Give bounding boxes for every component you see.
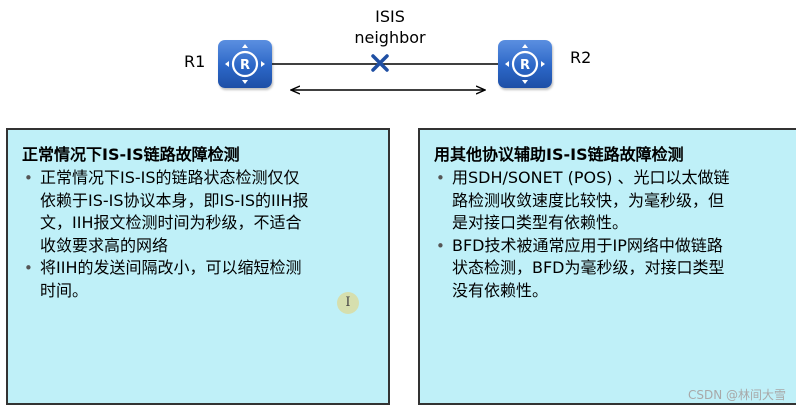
svg-text:R: R xyxy=(520,58,530,73)
router-r1: R xyxy=(218,40,272,88)
left-bullet-2-line-1: 将IIH的发送间隔改小，可以缩短检测 xyxy=(40,258,302,277)
r1-label: R1 xyxy=(184,52,206,71)
left-bullet-1-line-4: 收敛要求高的网络 xyxy=(40,235,169,255)
router-r2: R xyxy=(498,40,552,88)
isis-label-line2: neighbor xyxy=(354,28,426,47)
router-icon: R xyxy=(505,44,545,84)
right-panel-bullets: 用SDH/SONET (POS) 、光口以太做链 路检测收敛速度比较快，为毫秒级… xyxy=(434,167,788,302)
right-panel: 用其他协议辅助IS-IS链路故障检测 用SDH/SONET (POS) 、光口以… xyxy=(418,128,796,405)
text-cursor-indicator: I xyxy=(337,292,359,314)
watermark: CSDN @林间大雪 xyxy=(687,388,786,402)
left-bullet-1-line-3: 文，IIH报文检测时间为秒级，不适合 xyxy=(40,213,302,232)
left-bullet-1-line-2: 依赖于IS-IS协议本身，即IS-IS的IIH报 xyxy=(40,190,309,210)
right-bullet-2: BFD技术被通常应用于IP网络中做链路 状态检测，BFD为毫秒级，对接口类型 没… xyxy=(434,235,788,303)
r2-label: R2 xyxy=(570,48,592,67)
svg-text:R: R xyxy=(240,58,250,73)
right-bullet-2-line-3: 没有依赖性。 xyxy=(452,280,549,300)
left-bullet-1-line-1: 正常情况下IS-IS的链路状态检测仅仅 xyxy=(40,168,300,187)
topology-diagram: R1 R2 ISIS neighbor R R xyxy=(0,0,796,110)
left-panel: 正常情况下IS-IS链路故障检测 正常情况下IS-IS的链路状态检测仅仅 依赖于… xyxy=(6,128,390,405)
isis-label-line1: ISIS xyxy=(375,7,405,26)
right-bullet-1: 用SDH/SONET (POS) 、光口以太做链 路检测收敛速度比较快，为毫秒级… xyxy=(434,167,788,235)
left-bullet-2: 将IIH的发送间隔改小，可以缩短检测 时间。 xyxy=(22,257,376,302)
topology-lines xyxy=(272,54,500,110)
left-panel-title: 正常情况下IS-IS链路故障检测 xyxy=(22,145,240,164)
right-bullet-1-line-2: 路检测收敛速度比较快，为毫秒级，但 xyxy=(452,190,725,210)
router-icon: R xyxy=(225,44,265,84)
left-bullet-1: 正常情况下IS-IS的链路状态检测仅仅 依赖于IS-IS协议本身，即IS-IS的… xyxy=(22,167,376,257)
x-mark-icon xyxy=(371,54,389,72)
right-bullet-2-line-2: 状态检测，BFD为毫秒级，对接口类型 xyxy=(452,258,725,277)
right-bullet-2-line-1: BFD技术被通常应用于IP网络中做链路 xyxy=(452,235,723,255)
left-panel-bullets: 正常情况下IS-IS的链路状态检测仅仅 依赖于IS-IS协议本身，即IS-IS的… xyxy=(22,167,376,302)
right-bullet-1-line-3: 是对接口类型有依赖性。 xyxy=(452,213,629,232)
right-bullet-1-line-1: 用SDH/SONET (POS) 、光口以太做链 xyxy=(452,168,730,187)
isis-neighbor-label: ISIS neighbor xyxy=(330,6,450,48)
right-panel-title: 用其他协议辅助IS-IS链路故障检测 xyxy=(434,145,684,164)
left-bullet-2-line-2: 时间。 xyxy=(40,280,89,300)
